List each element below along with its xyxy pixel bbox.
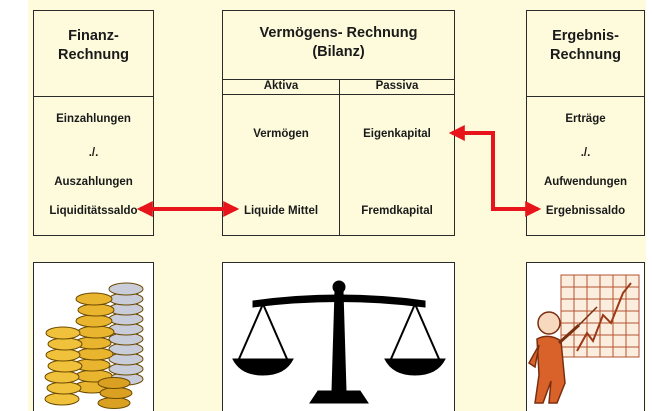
ergebnis-minus: ./. [580, 147, 591, 159]
bilanz-box: Vermögens- Rechnung (Bilanz) Aktiva Pass… [222, 10, 455, 236]
finanz-liquiditaetssaldo: Liquiditätssaldo [49, 205, 138, 217]
bilanz-liquide-mittel: Liquide Mittel [243, 205, 319, 217]
bilanz-passiva-header: Passiva [375, 80, 419, 92]
bilanz-column-header-divider [223, 94, 454, 95]
finanzrechnung-box: Finanz- Rechnung Einzahlungen ./. Auszah… [33, 10, 154, 236]
coin-stacks-icon [44, 282, 144, 409]
bilanz-eigenkapital: Eigenkapital [363, 128, 431, 140]
coin-stacks-panel [33, 262, 154, 411]
bilanz-title-line1: Vermögens- Rechnung [259, 25, 418, 41]
ergebnis-eigenkapital-link-arrow [448, 125, 542, 217]
ergebnis-title-line2: Rechnung [550, 47, 621, 63]
ergebnis-ergebnissaldo: Ergebnissaldo [545, 205, 626, 217]
bilanz-header-divider [223, 79, 454, 80]
balance-scale-icon [232, 280, 446, 404]
bilanz-column-divider [339, 79, 340, 235]
bilanz-fremdkapital: Fremdkapital [361, 205, 433, 217]
balance-scale-panel [222, 262, 455, 411]
finanz-divider [34, 96, 153, 97]
bilanz-vermoegen: Vermögen [253, 128, 309, 140]
presenter-chart-icon [528, 274, 640, 404]
ergebnis-title-line1: Ergebnis- [552, 28, 619, 44]
ergebnisrechnung-box: Ergebnis- Rechnung Erträge ./. Aufwendun… [526, 10, 645, 236]
bilanz-title-line2: (Bilanz) [312, 44, 365, 60]
finanz-title-line1: Finanz- [68, 28, 119, 44]
ergebnis-aufwendungen: Aufwendungen [543, 176, 628, 188]
ergebnis-divider [527, 96, 644, 97]
finanz-einzahlungen: Einzahlungen [56, 113, 131, 125]
ergebnis-ertraege: Erträge [565, 113, 606, 125]
finanz-auszahlungen: Auszahlungen [54, 176, 133, 188]
bilanz-aktiva-header: Aktiva [263, 80, 299, 92]
presenter-chart-panel [526, 262, 645, 411]
finanz-minus: ./. [88, 147, 99, 159]
finanz-title-line2: Rechnung [58, 47, 129, 63]
